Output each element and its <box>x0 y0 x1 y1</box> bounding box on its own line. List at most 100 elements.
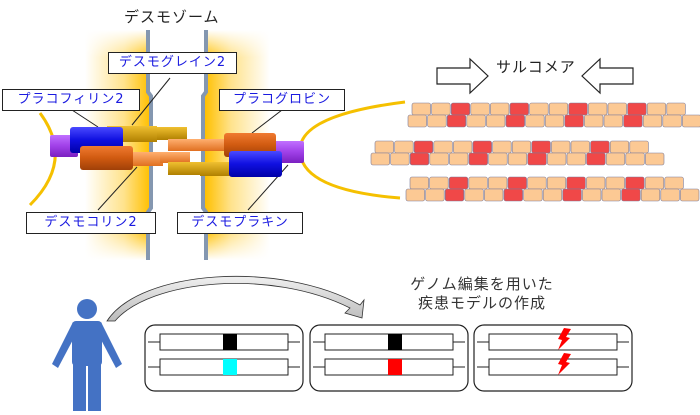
sarcomere-segment <box>629 140 649 154</box>
sarcomere-segment <box>427 114 447 128</box>
gene-mark-black <box>388 334 402 350</box>
sarcomere-segment <box>488 152 508 166</box>
sarcomere-band-segment <box>468 152 488 166</box>
sarcomere-segment <box>570 140 590 154</box>
sarcomere-segment <box>488 176 508 190</box>
label-desmoglein2: デスモグレイン2 <box>108 52 237 74</box>
sarcomere-segment <box>666 102 686 116</box>
sarcomere-band-segment <box>527 152 547 166</box>
sarcomere-band-segment <box>448 176 469 190</box>
sarcomere-segment <box>582 188 602 202</box>
sarcomere-band-segment <box>627 102 647 116</box>
sarcomere-segment <box>431 102 451 116</box>
desmoglein-left-ec <box>157 127 187 140</box>
chromosome-panel <box>309 324 469 392</box>
sarcomere-row <box>370 140 665 166</box>
sarcomere-segment <box>411 102 431 116</box>
desmocollin-right-domain <box>200 139 225 151</box>
sarcomere-band-segment <box>450 102 471 116</box>
chromosome-bar <box>488 358 618 376</box>
sarcomere-segment <box>646 102 667 116</box>
sarcomere-segment <box>409 176 429 190</box>
sarcomere-segment <box>642 114 663 128</box>
sarcomere-title: サルコメア <box>496 58 576 76</box>
sarcomere-band-segment <box>625 176 645 190</box>
sarcomere-segment <box>644 176 665 190</box>
sarcomere-segment <box>390 152 410 166</box>
sarcomere-band-segment <box>568 102 588 116</box>
desmosome-proteins <box>50 126 304 177</box>
desmocollin-right-ec <box>168 139 200 151</box>
sarcomere-segment <box>425 188 445 202</box>
sarcomere-segment <box>429 176 449 190</box>
plakoglobin-left <box>80 146 133 170</box>
sarcomere-segment <box>527 176 547 190</box>
chromosome-panel <box>144 324 304 392</box>
chromosome-panel <box>473 324 633 392</box>
sarcomere-segment <box>609 140 630 154</box>
sarcomere-segment <box>662 114 682 128</box>
sarcomere-segment <box>640 188 661 202</box>
sarcomere-segment <box>370 152 390 166</box>
sarcomere-band-segment <box>564 114 584 128</box>
sarcomere-segment <box>523 188 543 202</box>
sarcomere-segment <box>453 140 473 154</box>
sarcomere-band-segment <box>623 114 643 128</box>
person-icon <box>52 299 122 411</box>
sarcomere-segment <box>374 140 394 154</box>
label-desmoplakin: デスモプラキン <box>177 212 303 234</box>
sarcomere-segment <box>490 102 510 116</box>
sarcomere-segment <box>584 114 604 128</box>
sarcomere-band-segment <box>566 176 586 190</box>
sarcomere-segment <box>449 152 469 166</box>
genome-editing-caption: ゲノム編集を用いた 疾患モデルの作成 <box>392 275 572 313</box>
sarcomere-segment <box>507 152 528 166</box>
sarcomere-segment <box>468 176 488 190</box>
sarcomere-segment <box>664 176 684 190</box>
sarcomere-band-segment <box>586 152 606 166</box>
sarcomere-segment <box>407 114 427 128</box>
filament-left <box>28 112 57 207</box>
sarcomere-band-segment <box>472 140 492 154</box>
arrow-left-icon <box>581 57 634 95</box>
sarcomere-segment <box>586 176 606 190</box>
sarcomere-band-segment <box>621 188 641 202</box>
caption-line-1: ゲノム編集を用いた <box>410 275 554 293</box>
sarcomere-segment <box>605 152 626 166</box>
label-plakoglobin: プラコグロビン <box>219 89 345 111</box>
sarcomere-segment <box>605 176 625 190</box>
lightning-icon <box>558 353 571 375</box>
sarcomere-segment <box>547 152 567 166</box>
sarcomere-band-segment <box>413 140 434 154</box>
sarcomere-segment <box>566 152 586 166</box>
sarcomere-segment <box>405 188 425 202</box>
desmosome-title: デスモゾーム <box>124 8 220 26</box>
lightning-icon <box>558 328 571 350</box>
desmoglein-right-ec <box>168 162 200 175</box>
plakophilin-right <box>229 151 282 177</box>
sarcomere-segment <box>588 102 608 116</box>
sarcomere-band-segment <box>409 152 430 166</box>
sarcomere-segment <box>607 102 627 116</box>
sarcomere-band-segment <box>590 140 610 154</box>
arrow-right-icon <box>436 57 489 95</box>
chromosome-bar <box>488 333 618 351</box>
sarcomere-segment <box>464 188 484 202</box>
sarcomere-segment <box>546 176 567 190</box>
sarcomere-segment <box>601 188 621 202</box>
label-plakophilin2: プラコフィリン2 <box>2 89 140 111</box>
sarcomere-segment <box>525 114 545 128</box>
sarcomere-band-segment <box>505 114 525 128</box>
sarcomere-band-segment <box>531 140 551 154</box>
sarcomere-segment <box>466 114 486 128</box>
sarcomere-band-segment <box>509 102 529 116</box>
sarcomere-row <box>407 102 700 128</box>
sarcomere-segment <box>680 188 700 202</box>
sarcomere-segment <box>529 102 549 116</box>
gene-mark-black <box>223 334 237 350</box>
sarcomere-segment <box>429 152 449 166</box>
label-desmocollin2: デスモコリン2 <box>26 212 156 234</box>
sarcomere-band-segment <box>562 188 582 202</box>
sarcomere-band-segment <box>446 114 467 128</box>
